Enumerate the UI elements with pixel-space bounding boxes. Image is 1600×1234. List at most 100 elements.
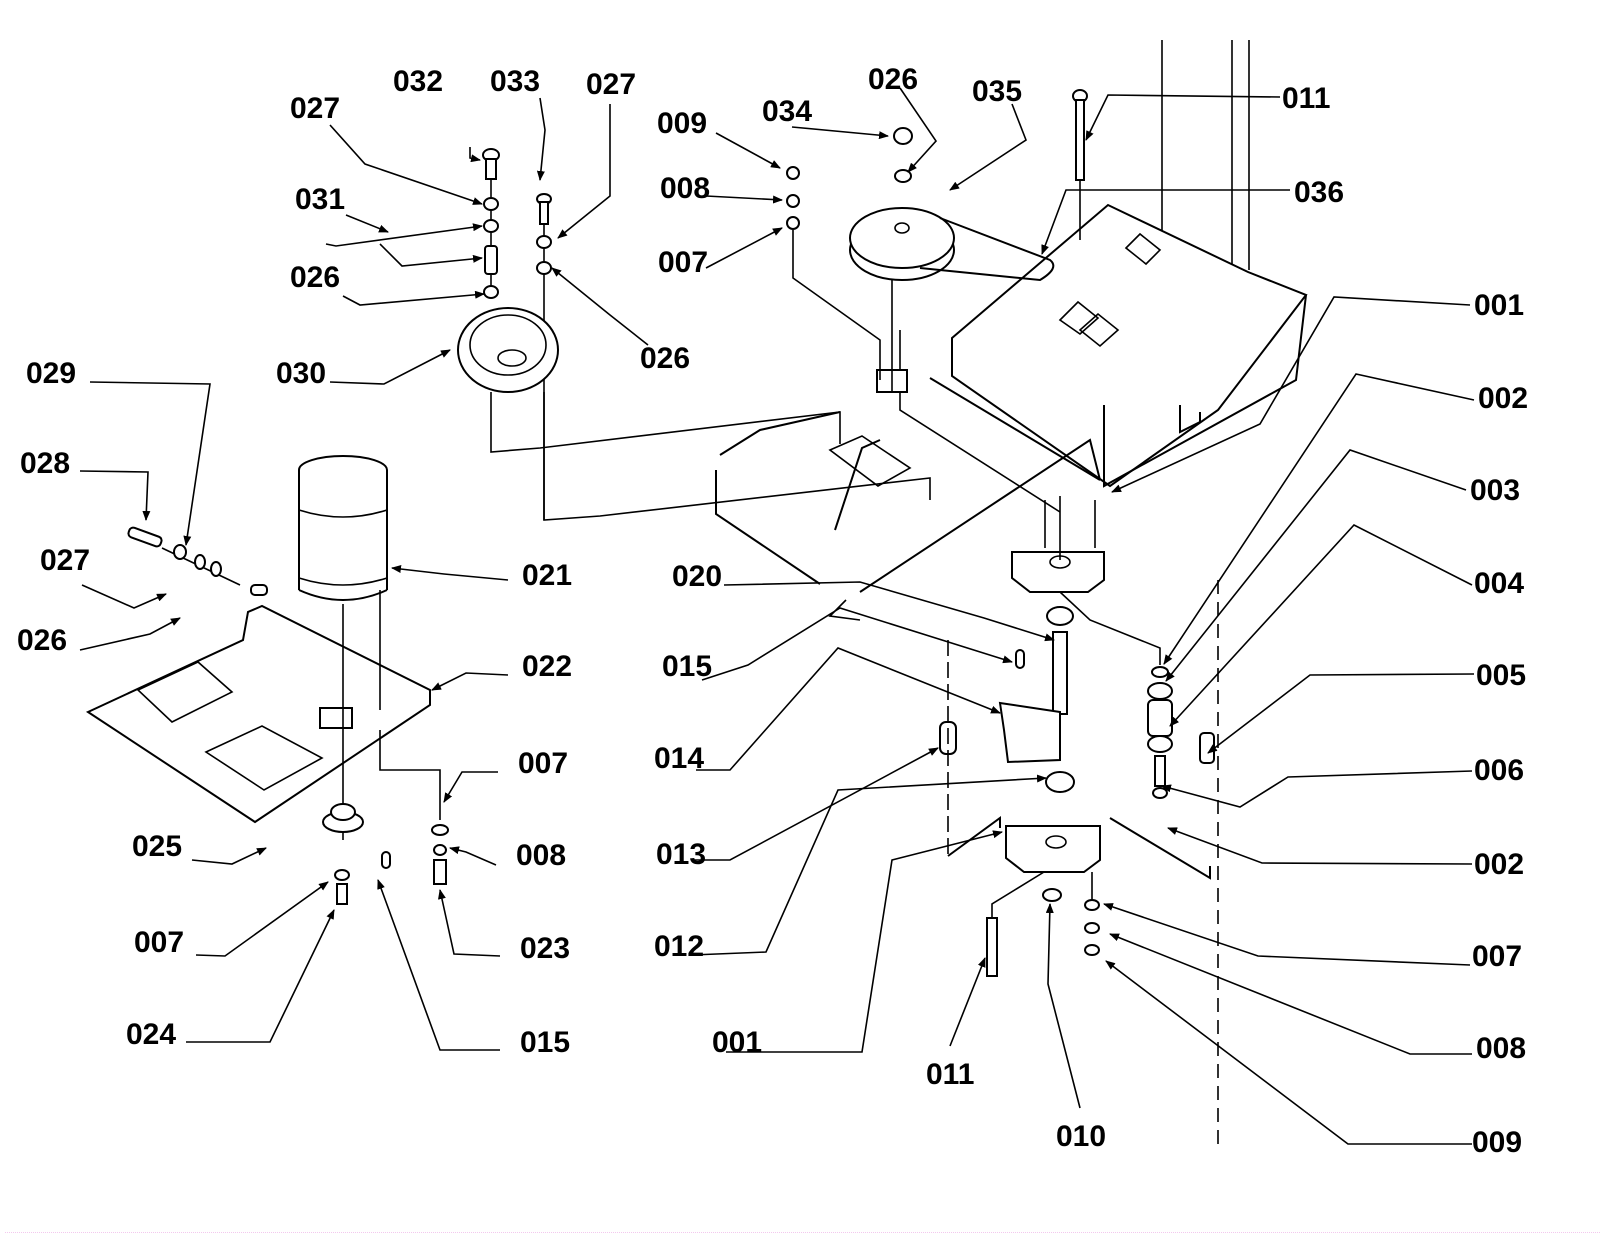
label-002: 002 [1474, 848, 1524, 881]
washer-007-motor-bottom [334, 869, 350, 881]
isolator-003 [1147, 682, 1173, 700]
spindle-assembly [939, 496, 1215, 977]
label-013: 013 [656, 838, 706, 871]
label-004: 004 [1474, 567, 1524, 600]
label-027: 027 [290, 92, 340, 125]
bearing-cup-assembly [457, 148, 931, 521]
label-015: 015 [520, 1026, 570, 1059]
label-023: 023 [520, 932, 570, 965]
washer-007-motor-right [431, 824, 449, 836]
page-bottom-border [5, 1232, 1600, 1233]
bearing-upper [1046, 606, 1074, 626]
nut-034 [893, 127, 913, 145]
label-008: 008 [516, 839, 566, 872]
label-007: 007 [518, 747, 568, 780]
bracket-001-upper [1011, 551, 1105, 593]
label-007: 007 [658, 246, 708, 279]
label-027: 027 [586, 68, 636, 101]
pin-015-left [381, 851, 391, 869]
label-015: 015 [662, 650, 712, 683]
label-020: 020 [672, 560, 722, 593]
bolt-011-bottom [986, 917, 998, 977]
label-012: 012 [654, 930, 704, 963]
label-035: 035 [972, 75, 1022, 108]
label-033: 033 [490, 65, 540, 98]
label-021: 021 [522, 559, 572, 592]
label-007: 007 [1472, 940, 1522, 973]
label-034: 034 [762, 95, 812, 128]
label-003: 003 [1470, 474, 1520, 507]
label-010: 010 [1056, 1120, 1106, 1153]
label-009: 009 [657, 107, 707, 140]
washer-008-top [786, 194, 800, 208]
washer-026-left-bottom [483, 285, 499, 299]
label-026: 026 [640, 342, 690, 375]
label-001: 001 [712, 1026, 762, 1059]
belt-036 [919, 217, 1055, 282]
label-025: 025 [132, 830, 182, 863]
pulley-025 [322, 803, 364, 833]
label-022: 022 [522, 650, 572, 683]
label-032: 032 [393, 65, 443, 98]
label-008: 008 [660, 172, 710, 205]
part-labels: 032 033 027 027 031 026 026 030 029 028 … [17, 63, 1528, 1159]
screw-024 [336, 883, 348, 905]
label-027: 027 [40, 544, 90, 577]
label-028: 028 [20, 447, 70, 480]
label-024: 024 [126, 1018, 176, 1051]
bearing-012 [1045, 771, 1075, 793]
washer-009-top [786, 166, 800, 180]
label-011: 011 [1282, 82, 1330, 115]
isolator-004 [1147, 699, 1173, 737]
washer-008-motor-right [433, 844, 447, 856]
motor-021 [298, 455, 388, 840]
label-011: 011 [926, 1058, 974, 1091]
label-009: 009 [1472, 1126, 1522, 1159]
label-026: 026 [290, 261, 340, 294]
washer-008-bottom [1084, 922, 1100, 934]
label-014 [998, 701, 1061, 764]
label-026: 026 [868, 63, 918, 96]
washer-009-bottom [1084, 944, 1100, 956]
washer-002-bottom [1152, 787, 1168, 799]
washer-026-right [536, 261, 552, 275]
screw-023 [433, 859, 447, 885]
label-001: 001 [1474, 289, 1524, 322]
label-036: 036 [1294, 176, 1344, 209]
label-005: 005 [1476, 659, 1526, 692]
washer-010 [1042, 888, 1062, 902]
label-002: 002 [1478, 382, 1528, 415]
washer-026-left-top [483, 219, 499, 233]
pin-015-center [1015, 649, 1025, 669]
washer-027-right [536, 235, 552, 249]
spacer-031 [484, 245, 498, 275]
washer-026-motor [210, 561, 222, 577]
motor-plate-assembly [85, 455, 449, 905]
leader-lines [79, 87, 1475, 1145]
isolator-003-lower [1147, 735, 1173, 753]
label-031: 031 [295, 183, 345, 216]
bearing-cup-030 [457, 307, 559, 393]
label-008: 008 [1476, 1032, 1526, 1065]
motor-plate-022 [85, 604, 431, 824]
washer-027-left [483, 197, 499, 211]
bracket-001-lower [1005, 825, 1101, 873]
label-014: 014 [654, 742, 704, 775]
washer-002-top [1151, 666, 1169, 678]
bolt-011-top [1072, 89, 1088, 240]
pin-006 [1154, 755, 1166, 787]
washer-027-motor [194, 554, 206, 570]
label-029: 029 [26, 357, 76, 390]
label-007: 007 [134, 926, 184, 959]
main-housing [715, 40, 1308, 1150]
washer-026-pulley [894, 169, 912, 183]
pulley-035 [849, 207, 955, 281]
spindle-020 [1052, 631, 1068, 715]
label-006: 006 [1474, 754, 1524, 787]
spacer-005 [1199, 732, 1215, 764]
washer-007-top [786, 216, 800, 230]
label-030: 030 [276, 357, 326, 390]
washer-029 [173, 544, 187, 560]
label-026: 026 [17, 624, 67, 657]
